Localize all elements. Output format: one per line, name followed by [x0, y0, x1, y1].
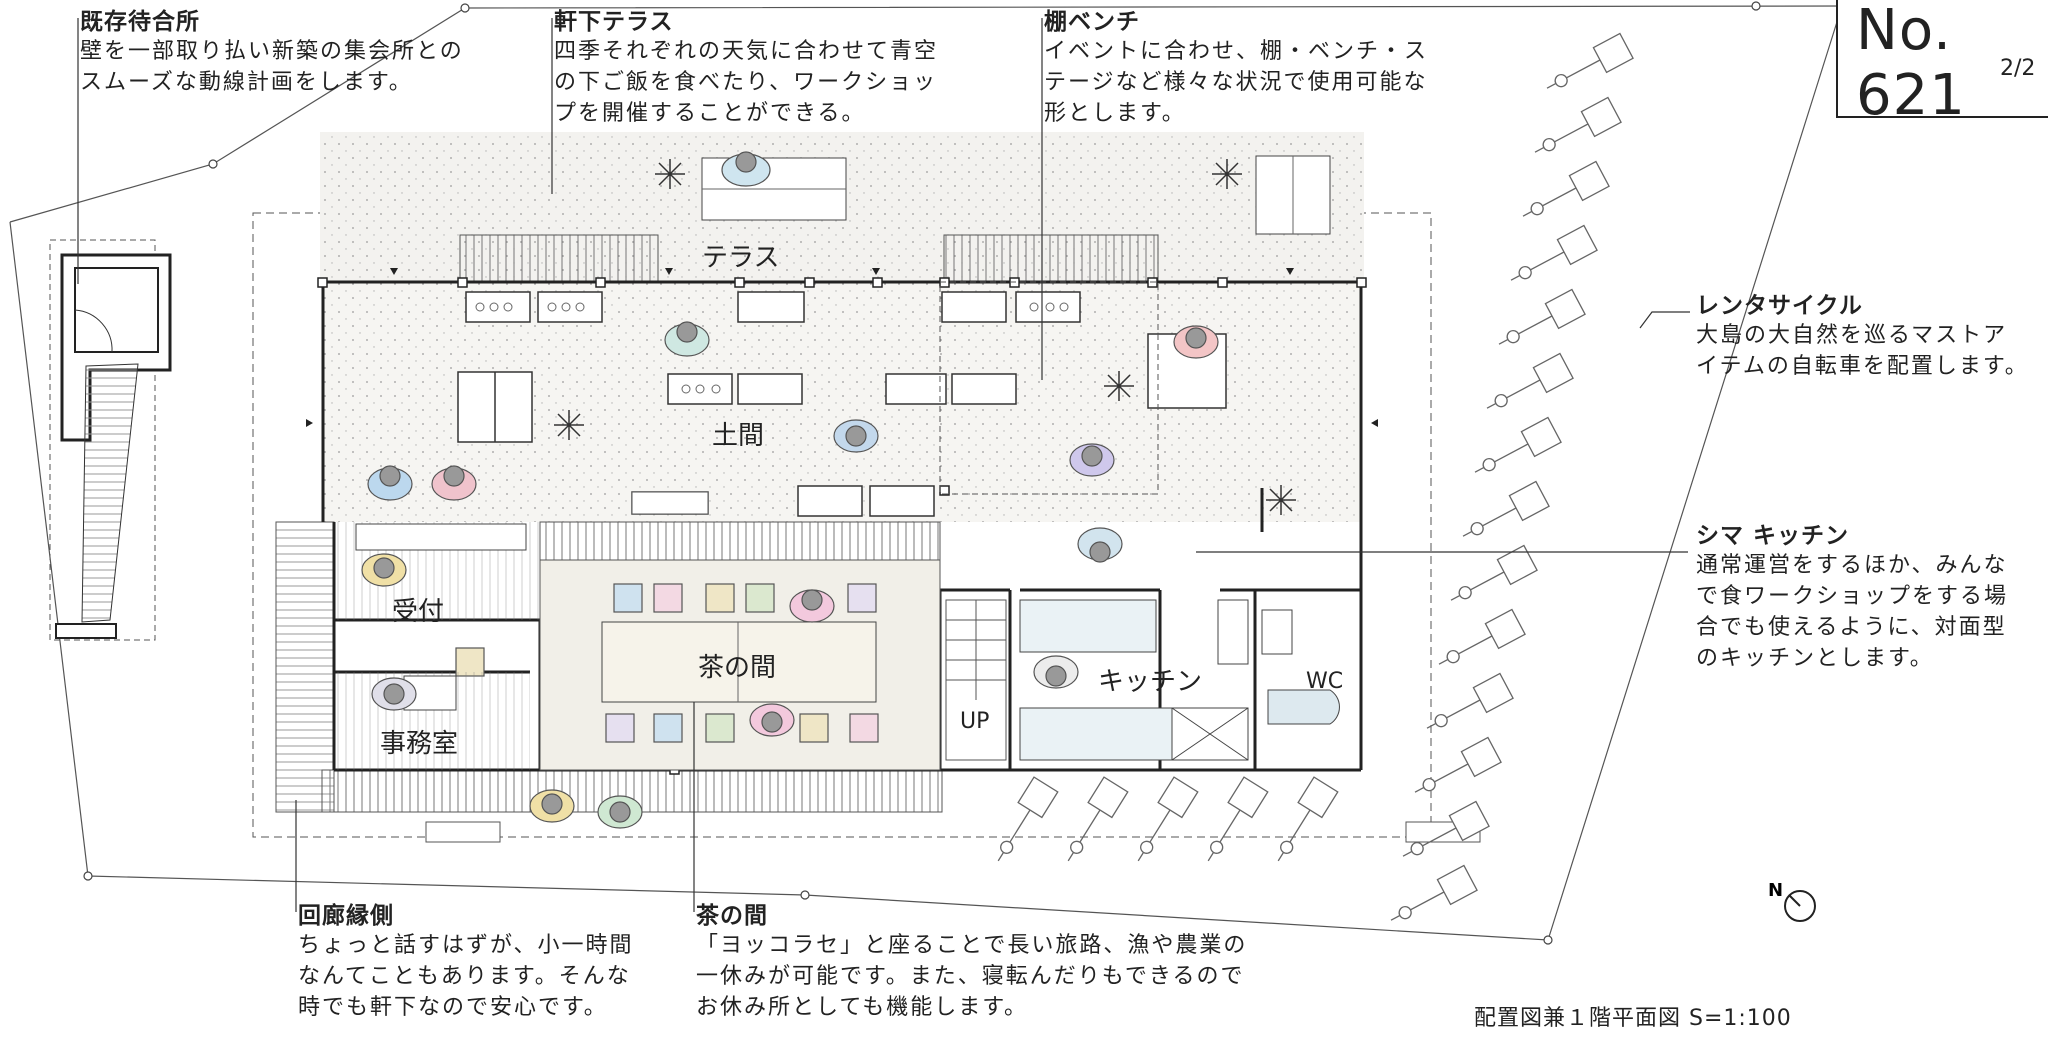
kairo-engawa-left [275, 521, 335, 813]
annotation-chanoma-line: 一休みが可能です。また、寝転んだりもできるので [696, 964, 1245, 989]
annotation-kizon-line: スムーズな動線計画をします。 [80, 70, 413, 95]
annotation-chanoma-title: 茶の間 [696, 903, 768, 929]
annotation-tana: 棚ベンチ イベントに合わせ、棚・ベンチ・ステージなど様々な状況で使用可能な形とし… [1044, 8, 1428, 129]
chanoma-table [601, 621, 877, 703]
room-label-wc: WC [1306, 669, 1343, 694]
bench-strip [631, 491, 709, 515]
annotation-shima-line: 合でも使えるように、対面型 [1696, 615, 2007, 640]
annotation-kairo-line: 時でも軒下なので安心です。 [298, 995, 608, 1020]
reception-counter [355, 523, 527, 551]
annotation-kizon-line: 壁を一部取り払い新築の集会所との [80, 39, 464, 64]
annotation-nokishita-line: プを開催することができる。 [554, 101, 866, 126]
annotation-chanoma-line: 「ヨッコラセ」と座ることで長い旅路、漁や農業の [696, 933, 1248, 958]
annotation-tana-line: テージなど様々な状況で使用可能な [1044, 70, 1428, 95]
annotation-shima-line: で食ワークショップをする場 [1696, 584, 2009, 609]
island-kitchen [1019, 599, 1157, 653]
stairs [945, 599, 1007, 761]
sheet-number-box: No. 621 2/2 [1836, 0, 2048, 128]
annotation-nokishita-title: 軒下テラス [554, 9, 674, 35]
zabuton-cushions [455, 583, 879, 743]
engawa-top-strip [539, 521, 941, 561]
wc-toilet [1267, 689, 1340, 725]
annotation-kairo-line: ちょっと話すはずが、小一時間 [298, 933, 634, 958]
annotation-chanoma-line: お休み所としても機能します。 [696, 995, 1029, 1020]
terrace-markers [306, 268, 1378, 427]
annotation-shima-line: のキッチンとします。 [1696, 646, 1934, 671]
annotation-rental-title: レンタサイクル [1696, 293, 1863, 319]
existing-waiting-room [49, 239, 172, 641]
annotation-rental-line: 大島の大自然を巡るマストア [1696, 323, 2008, 348]
north-arrow: N [1768, 880, 1816, 922]
plants [554, 159, 1296, 515]
annotation-tana-line: 形とします。 [1044, 101, 1186, 126]
room-label-chanoma: 茶の間 [698, 653, 776, 683]
wc-sink [1261, 609, 1293, 655]
sheet-number: No. 621 [1856, 0, 1966, 128]
annotation-shima: シマ キッチン 通常運営をするほか、みんなで食ワークショップをする場合でも使える… [1696, 522, 2008, 674]
annotation-kairo: 回廊縁側 ちょっと話すはずが、小一時間なんてこともあります。そんな時でも軒下なの… [298, 902, 634, 1023]
annotation-tana-line: イベントに合わせ、棚・ベンチ・ス [1044, 39, 1429, 64]
kitchen-counter [1019, 707, 1191, 761]
annotation-shima-title: シマ キッチン [1696, 523, 1850, 549]
room-label-jimushitsu: 事務室 [380, 729, 458, 759]
annotation-chanoma: 茶の間 「ヨッコラセ」と座ることで長い旅路、漁や農業の一休みが可能です。また、寝… [696, 902, 1247, 1023]
room-label-uketsuke: 受付 [392, 597, 444, 627]
deck-terrace-left [459, 234, 659, 284]
deck-terrace-right [943, 234, 1159, 284]
north-label: N [1768, 880, 1783, 901]
annotation-rental-line: イテムの自転車を配置します。 [1696, 354, 2029, 379]
boundary-markers [83, 1, 1761, 945]
room-label-terrace: テラス [702, 243, 779, 273]
shelf-items [475, 302, 1069, 394]
people [361, 151, 1219, 829]
annotation-kizon: 既存待合所 壁を一部取り払い新築の集会所とのスムーズな動線計画をします。 [80, 8, 464, 98]
annotation-shima-line: 通常運営をするほか、みんな [1696, 553, 2008, 578]
annotation-kairo-title: 回廊縁側 [298, 903, 394, 929]
room-label-doma: 土間 [712, 421, 764, 451]
front-bench-left [425, 821, 501, 843]
sheet-page: 2/2 [2000, 56, 2036, 81]
annotation-kizon-title: 既存待合所 [80, 9, 200, 35]
shelf-bench-zone [939, 281, 1159, 495]
annotation-kairo-line: なんてこともあります。そんな [298, 964, 631, 989]
annotation-tana-title: 棚ベンチ [1044, 9, 1140, 35]
annotation-nokishita-line: 四季それぞれの天気に合わせて青空 [554, 39, 939, 64]
room-label-up: UP [960, 709, 989, 734]
site-boundary [9, 5, 1847, 223]
rental-bicycles [997, 32, 1634, 921]
annotation-nokishita-line: の下ご飯を食べたり、ワークショッ [554, 70, 938, 95]
room-label-kitchen: キッチン [1098, 667, 1202, 697]
back-counter [1217, 599, 1249, 665]
drawing-caption: 配置図兼１階平面図 S=1:100 [1474, 1006, 1792, 1031]
leader-lines [77, 18, 1690, 912]
annotation-rental: レンタサイクル 大島の大自然を巡るマストアイテムの自転車を配置します。 [1696, 292, 2029, 382]
annotation-nokishita: 軒下テラス 四季それぞれの天気に合わせて青空の下ご飯を食べたり、ワークショップを… [554, 8, 938, 129]
